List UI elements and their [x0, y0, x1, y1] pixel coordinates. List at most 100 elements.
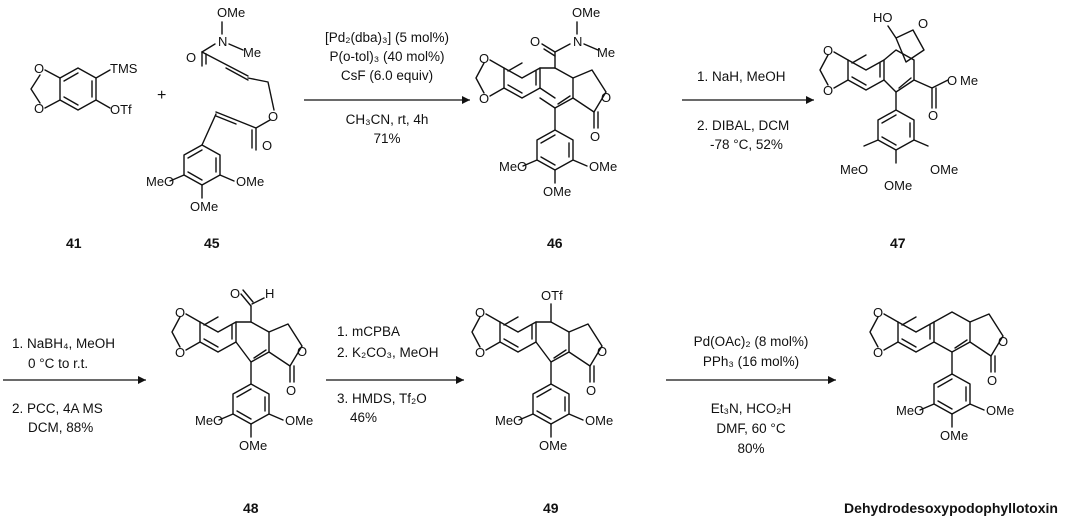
atom-o: O	[590, 129, 600, 144]
step1-line3: CsF (6.0 equiv)	[341, 68, 433, 83]
atom-o: O	[873, 345, 883, 360]
label-product: Dehydrodesoxypodophyllotoxin	[844, 500, 1058, 516]
atom-meo: MeO	[896, 403, 924, 418]
step4-line1: 1. mCPBA	[337, 324, 400, 339]
step3-line2: 0 °C to r.t.	[28, 356, 88, 371]
label-48: 48	[243, 500, 259, 516]
structure-48: O H O O O O MeO OMe OMe	[171, 286, 313, 453]
atom-ome: OMe	[239, 438, 267, 453]
atom-o: O	[475, 345, 485, 360]
structure-47: HO O O O O O Me MeO OMe OMe	[819, 10, 978, 193]
plus-sign: +	[157, 87, 166, 104]
label-46: 46	[547, 235, 563, 251]
atom-me: Me	[960, 73, 978, 88]
atom-tms: TMS	[110, 61, 138, 76]
atom-o: O	[597, 344, 607, 359]
atom-ome: OMe	[572, 5, 600, 20]
label-41: 41	[66, 235, 82, 251]
atom-o: O	[918, 16, 928, 31]
atom-o: O	[268, 109, 278, 124]
arrowhead-1	[462, 96, 470, 104]
atom-ome: OMe	[884, 178, 912, 193]
atom-ho: HO	[873, 10, 893, 25]
step5-yield: 80%	[737, 441, 764, 456]
atom-ome: OMe	[539, 438, 567, 453]
atom-me: Me	[597, 45, 615, 60]
step5-line3: Et₃N, HCO₂H	[711, 401, 792, 416]
atom-ome: OMe	[543, 184, 571, 199]
step5-line1: Pd(OAc)₂ (8 mol%)	[694, 334, 809, 349]
atom-n: N	[573, 34, 582, 49]
atom-ome: OMe	[986, 403, 1014, 418]
atom-o: O	[823, 43, 833, 58]
atom-o: O	[823, 83, 833, 98]
structure-product: O O O O MeO OMe OMe	[869, 305, 1014, 443]
atom-o: O	[475, 305, 485, 320]
atom-meo: MeO	[840, 162, 868, 177]
arrowhead-5	[828, 376, 836, 384]
atom-o: O	[297, 344, 307, 359]
atom-o: O	[175, 305, 185, 320]
step4-yield: 46%	[350, 410, 377, 425]
step3-line3: 2. PCC, 4A MS	[12, 401, 103, 416]
atom-ome: OMe	[589, 159, 617, 174]
atom-o: O	[479, 51, 489, 66]
atom-o: O	[601, 90, 611, 105]
step4-line2: 2. K₂CO₃, MeOH	[337, 345, 439, 360]
step5-line4: DMF, 60 °C	[716, 421, 785, 436]
label-49: 49	[543, 500, 559, 516]
label-45: 45	[204, 235, 220, 251]
atom-meo: MeO	[146, 174, 174, 189]
atom-o: O	[186, 50, 196, 65]
step3-line1: 1. NaBH₄, MeOH	[12, 336, 115, 351]
atom-ome: OMe	[940, 428, 968, 443]
atom-meo: MeO	[195, 413, 223, 428]
arrowhead-2	[806, 96, 814, 104]
step1-line1: [Pd₂(dba)₃] (5 mol%)	[325, 30, 449, 45]
atom-o: O	[230, 286, 240, 301]
structure-41: O O TMS OTf	[30, 61, 138, 117]
atom-otf: OTf	[110, 102, 132, 117]
atom-o: O	[479, 91, 489, 106]
atom-o: O	[987, 373, 997, 388]
structure-46: OMe N Me O O O O O MeO OMe OMe	[475, 5, 617, 199]
atom-ome: OMe	[585, 413, 613, 428]
atom-me: Me	[243, 45, 261, 60]
atom-h: H	[265, 286, 274, 301]
atom-o: O	[928, 108, 938, 123]
step2-line2: 2. DIBAL, DCM	[697, 118, 789, 133]
atom-ome: OMe	[190, 199, 218, 214]
atom-ome: OMe	[236, 174, 264, 189]
atom-ome: OMe	[285, 413, 313, 428]
atom-meo: MeO	[499, 159, 527, 174]
atom-o: O	[34, 61, 44, 76]
atom-o: O	[586, 383, 596, 398]
structure-49: OTf O O O O MeO OMe OMe	[471, 288, 613, 453]
atom-o: O	[530, 34, 540, 49]
arrowhead-3	[138, 376, 146, 384]
structure-45: OMe N Me O O O MeO OMe OMe	[146, 5, 278, 214]
step1-line2: P(o-tol)₃ (40 mol%)	[329, 49, 444, 64]
atom-o: O	[998, 334, 1008, 349]
step2-line3: -78 °C, 52%	[710, 137, 783, 152]
step4-line3: 3. HMDS, Tf₂O	[337, 391, 427, 406]
atom-otf: OTf	[541, 288, 563, 303]
step2-line1: 1. NaH, MeOH	[697, 69, 786, 84]
arrowhead-4	[456, 376, 464, 384]
atom-ome: OMe	[217, 5, 245, 20]
step1-yield: 71%	[373, 131, 400, 146]
step1-line4: CH₃CN, rt, 4h	[346, 112, 429, 127]
step3-line4: DCM, 88%	[28, 420, 93, 435]
atom-o: O	[34, 101, 44, 116]
atom-ome: OMe	[930, 162, 958, 177]
atom-o: O	[873, 305, 883, 320]
label-47: 47	[890, 235, 906, 251]
atom-o: O	[175, 345, 185, 360]
atom-o: O	[947, 73, 957, 88]
atom-n: N	[218, 34, 227, 49]
atom-meo: MeO	[495, 413, 523, 428]
atom-o: O	[286, 383, 296, 398]
atom-o: O	[262, 138, 272, 153]
step5-line2: PPh₃ (16 mol%)	[703, 354, 799, 369]
